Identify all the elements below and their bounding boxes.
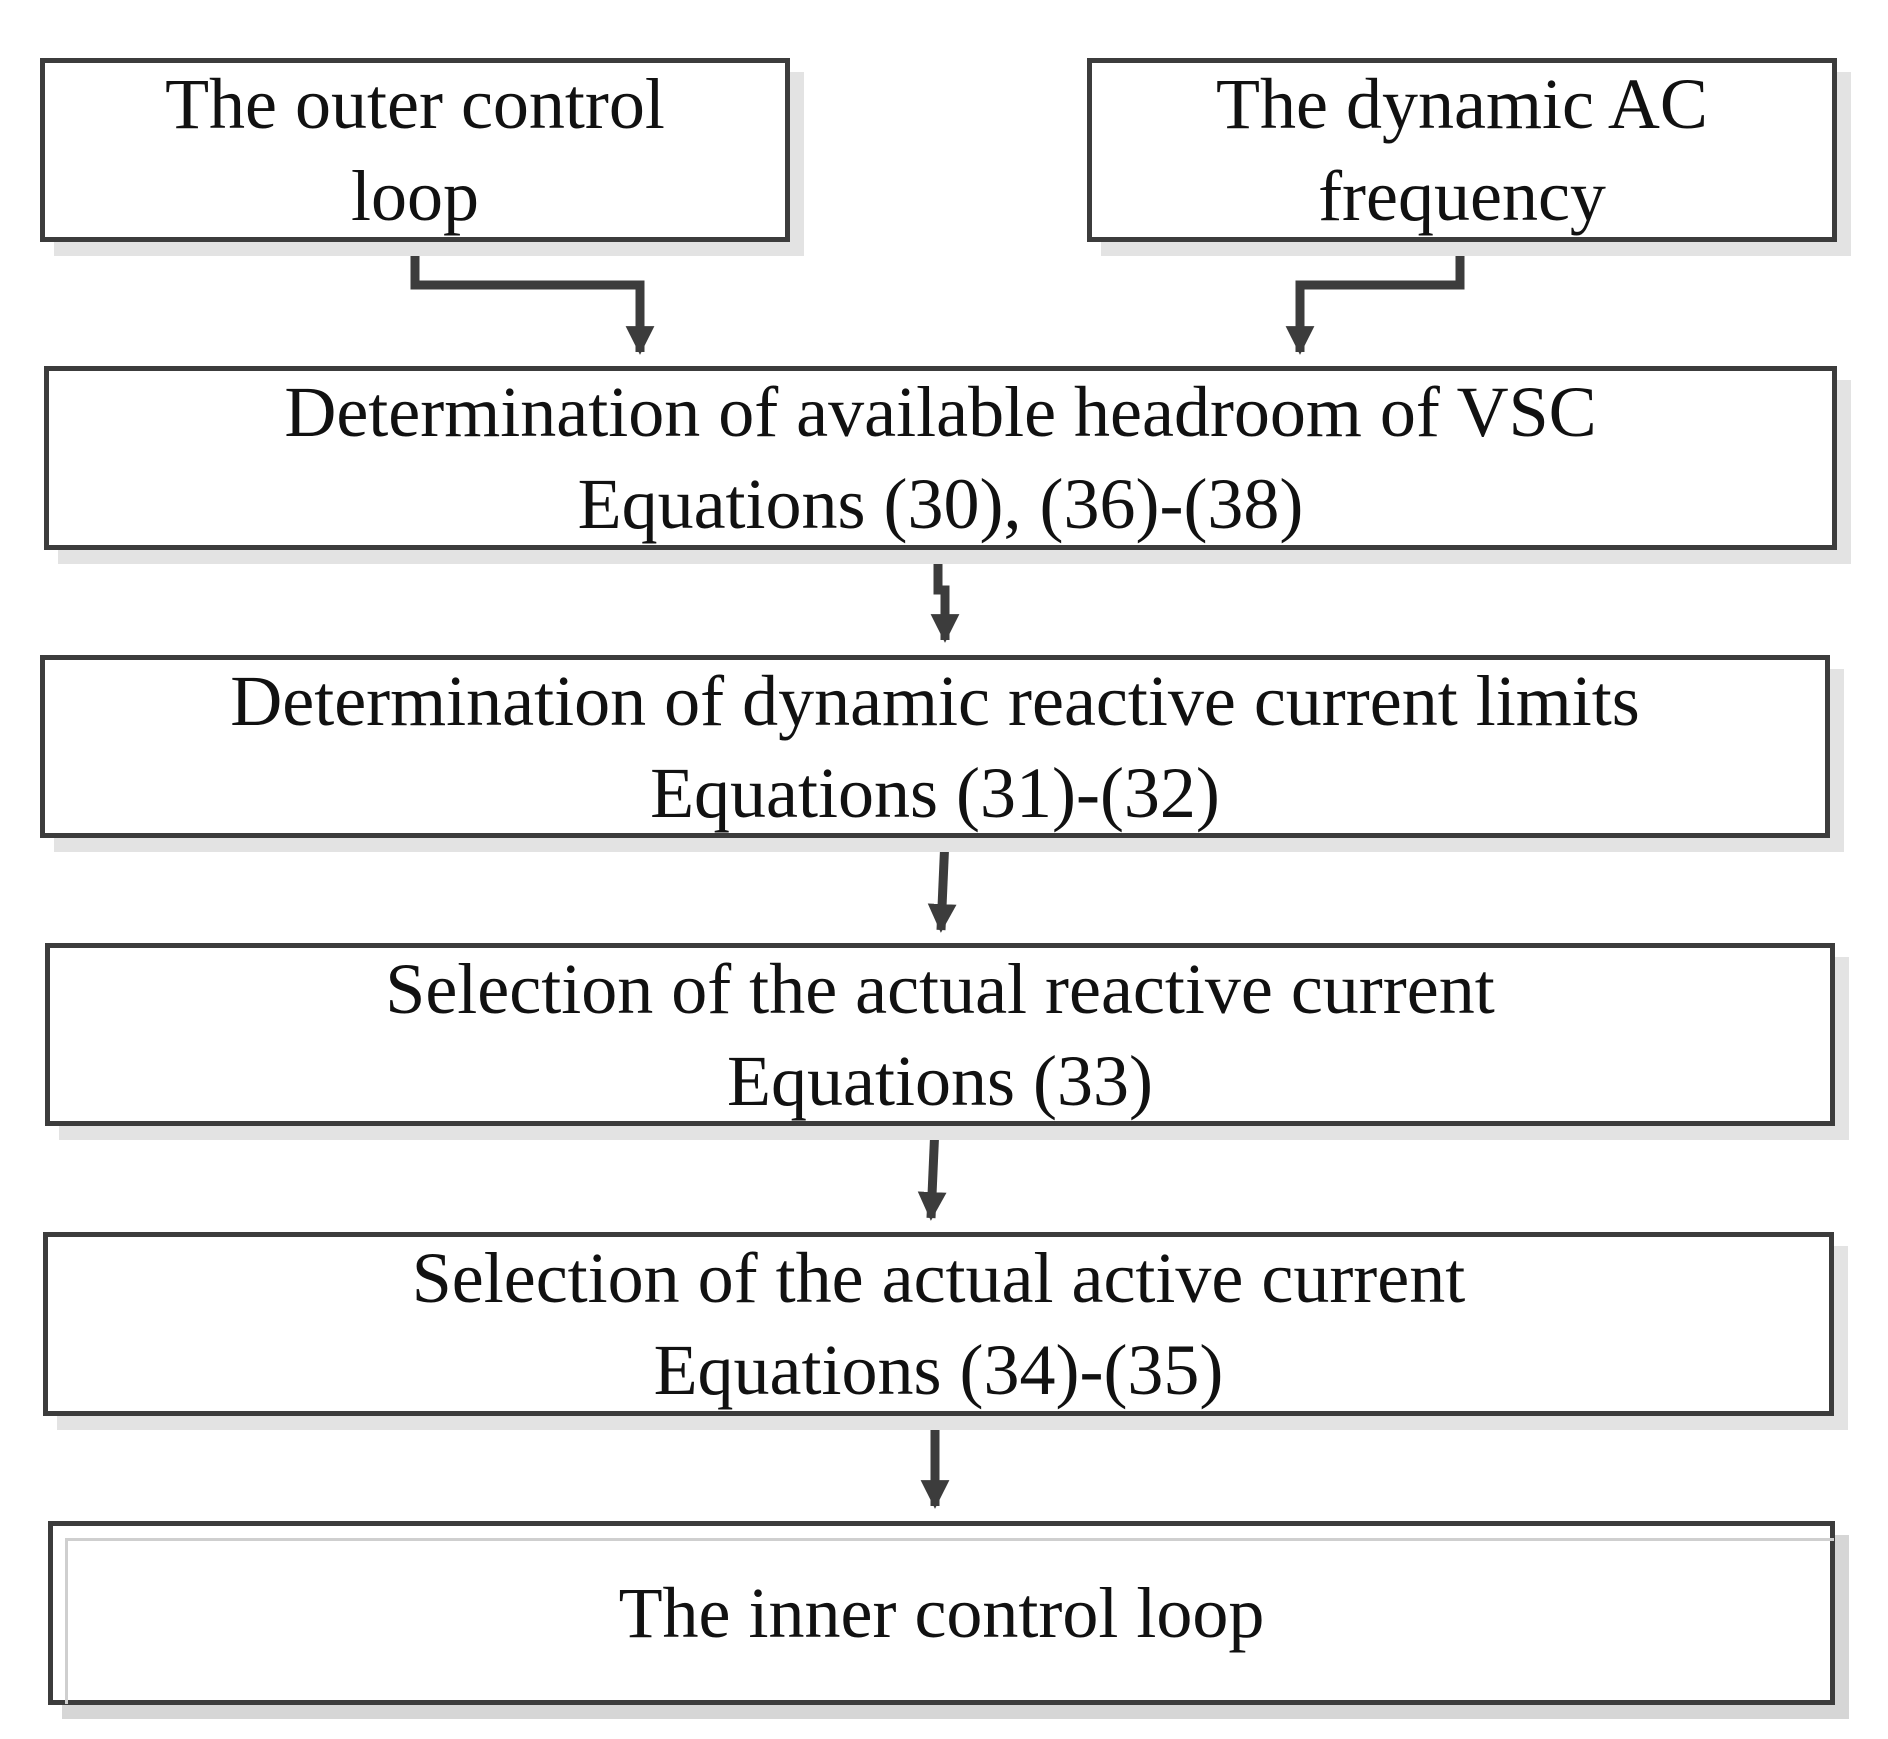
node-label-line: frequency: [1318, 156, 1606, 236]
edge-headroom-to-reactive-limits: [930, 550, 960, 643]
node-label-line: Equations (31)-(32): [650, 752, 1220, 833]
node-label-line: Equations (33): [727, 1040, 1153, 1121]
node-actual-active-current: Selection of the actual active current E…: [43, 1232, 1834, 1416]
node-available-headroom: Determination of available headroom of V…: [44, 366, 1837, 550]
node-label-line: The dynamic AC: [1216, 64, 1708, 144]
node-outer-control-loop: The outer control loop: [40, 58, 790, 242]
node-label-line: Determination of dynamic reactive curren…: [230, 660, 1640, 741]
edge-reactive-limits-to-reactive-current: [927, 837, 957, 933]
node-dynamic-ac-frequency: The dynamic AC frequency: [1087, 58, 1837, 242]
edge-ac-frequency-to-headroom: [1285, 240, 1465, 355]
node-actual-reactive-current: Selection of the actual reactive current…: [45, 943, 1835, 1126]
node-label-line: loop: [350, 156, 479, 236]
node-reactive-current-limits: Determination of dynamic reactive curren…: [40, 655, 1830, 838]
node-label-line: Selection of the actual reactive current: [385, 948, 1495, 1029]
edge-outer-loop-to-headroom: [410, 240, 655, 355]
node-inner-control-loop: The inner control loop: [48, 1521, 1835, 1705]
node-label-line: The inner control loop: [618, 1573, 1265, 1653]
node-label-line: Determination of available headroom of V…: [284, 372, 1597, 452]
node-label-line: Selection of the actual active current: [411, 1238, 1466, 1318]
node-label-line: Equations (34)-(35): [653, 1330, 1224, 1410]
edge-reactive-current-to-active-current: [917, 1125, 947, 1221]
node-label-line: The outer control: [165, 64, 665, 144]
node-label-line: Equations (30), (36)-(38): [577, 464, 1304, 544]
